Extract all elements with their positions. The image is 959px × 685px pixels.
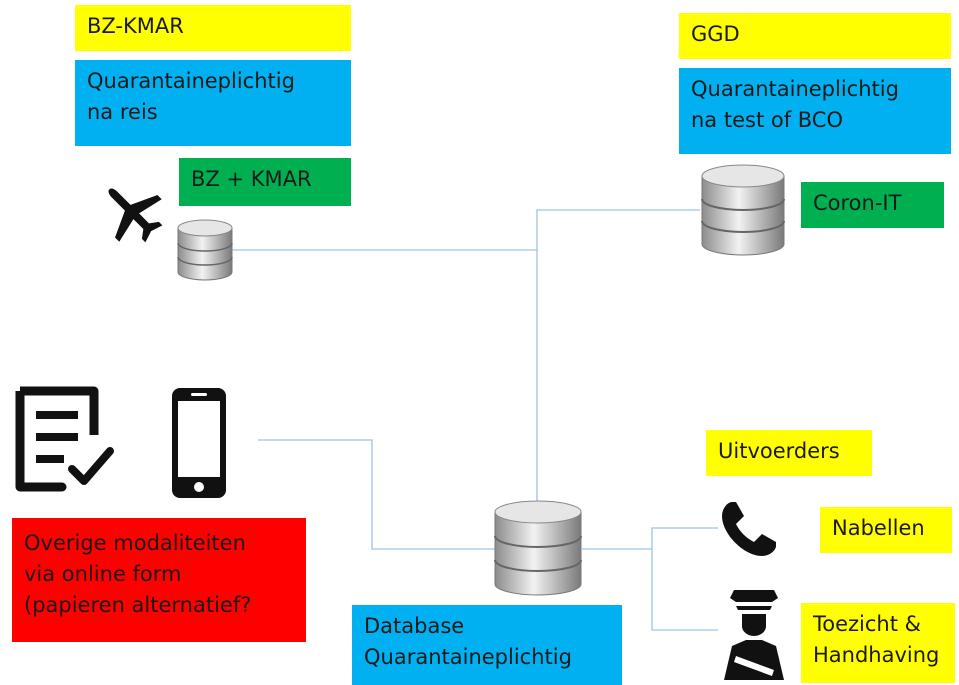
source-label-coron-it: Coron-IT	[801, 182, 944, 228]
connector-database-to-executors	[582, 527, 718, 550]
police-officer-icon	[724, 590, 784, 680]
org-label-bz-kmar: BZ-KMAR	[75, 5, 351, 51]
smartphone-icon	[172, 388, 226, 498]
supervision-enforcement-label: Toezicht & Handhaving	[801, 603, 955, 683]
connector-bzkmar-ggd	[232, 209, 700, 251]
org-label-ggd: GGD	[679, 13, 951, 59]
category-label-travel: Quarantaineplichtig na reis	[75, 60, 351, 146]
form-checklist-icon	[15, 386, 114, 492]
airplane-icon	[108, 188, 163, 243]
database-icon	[177, 219, 233, 281]
phone-icon	[722, 502, 776, 556]
database-quarantine-label: Database Quarantaineplichtig	[352, 605, 622, 685]
connector-to-enforcement	[651, 549, 718, 631]
connector-phone-to-database	[258, 439, 495, 550]
other-modalities-label: Overige modaliteiten via online form (pa…	[12, 518, 306, 642]
database-icon	[701, 164, 785, 256]
database-icon	[494, 500, 582, 596]
source-label-bz-kmar: BZ + KMAR	[179, 158, 351, 206]
category-label-test-bco: Quarantaineplichtig na test of BCO	[679, 68, 951, 154]
executors-label: Uitvoerders	[706, 430, 872, 476]
call-back-label: Nabellen	[820, 507, 952, 553]
